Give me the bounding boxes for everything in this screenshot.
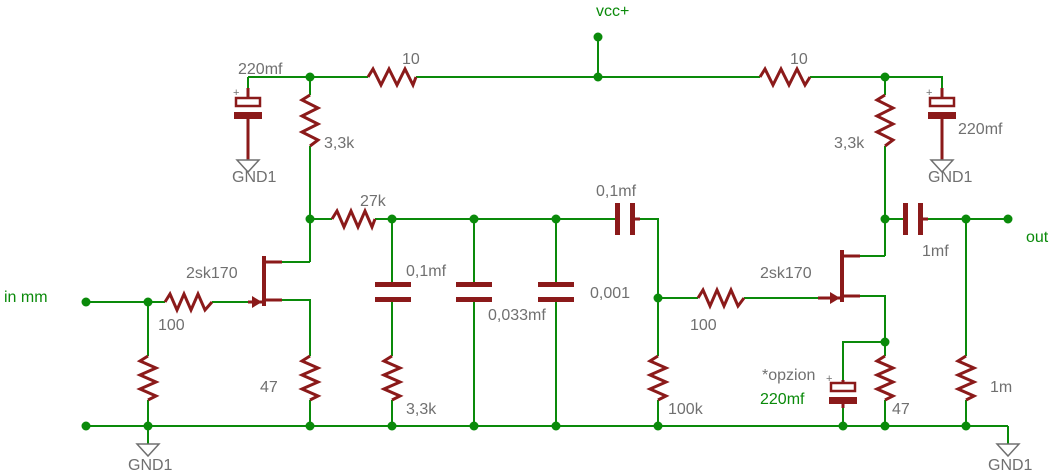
plus-sign: + (233, 87, 239, 99)
label-c-opzion: 220mf (760, 391, 805, 408)
input-terminal[interactable] (81, 297, 91, 307)
capacitor-01mf-shunt[interactable] (375, 282, 411, 302)
transistor-right[interactable] (818, 250, 860, 304)
junction (551, 214, 561, 224)
junction (880, 337, 890, 347)
label-r-gate-right: 100 (690, 317, 717, 334)
label-r-drain-right: 3,3k (834, 135, 865, 152)
wires (86, 37, 1008, 427)
label-r-gate-left: 100 (158, 317, 185, 334)
electrolytic-capacitor-opzion[interactable] (829, 380, 857, 408)
label-c-0033: 0,033mf (488, 307, 546, 324)
label-gnd-left-cap: GND1 (232, 169, 277, 186)
label-gnd-right-cap: GND1 (928, 169, 973, 186)
label-vcc: vcc+ (596, 3, 629, 20)
capacitor-1mf[interactable] (903, 203, 928, 235)
junction (880, 72, 890, 82)
label-r-27k: 27k (360, 193, 387, 210)
resistor-source-right[interactable] (873, 354, 897, 402)
label-c-01-series: 0,1mf (596, 183, 637, 200)
junction (387, 214, 397, 224)
label-c-01-shunt: 0,1mf (406, 263, 447, 280)
label-in: in mm (4, 289, 48, 306)
vcc-terminal[interactable] (593, 32, 603, 42)
label-c-left-supply: 220mf (238, 61, 283, 78)
output-terminal[interactable] (1003, 214, 1013, 224)
junction (880, 421, 890, 431)
resistor-r-supply-right[interactable] (758, 65, 812, 89)
label-c-0001: 0,001 (590, 285, 630, 302)
label-r-source-left: 47 (260, 379, 278, 396)
resistor-drain-left[interactable] (298, 93, 322, 148)
label-r-supply-right: 10 (790, 51, 808, 68)
label-r-shunt-33k: 3,3k (406, 401, 437, 418)
junction (387, 421, 397, 431)
plus-sign: + (826, 373, 832, 385)
label-r-1m: 1m (990, 379, 1012, 396)
labels: vcc+ in mm out 220mf 220mf 10 10 3,3k 3,… (4, 3, 1049, 472)
junction (961, 214, 971, 224)
junction (305, 421, 315, 431)
junction-dots (81, 32, 1013, 431)
label-r-drain-left: 3,3k (324, 135, 355, 152)
ground-symbol-bottom-right (995, 426, 1021, 458)
junction (305, 72, 315, 82)
label-q-left: 2sk170 (186, 265, 238, 282)
label-gnd-bottom-right: GND1 (988, 457, 1033, 472)
label-gnd-bottom-left: GND1 (128, 457, 173, 472)
resistor-1m[interactable] (954, 354, 978, 402)
label-c-1mf: 1mf (922, 243, 949, 260)
ground-symbol-left-cap (235, 159, 261, 174)
junction (469, 214, 479, 224)
transistor-left[interactable] (248, 256, 282, 308)
resistor-gate-left[interactable] (163, 290, 214, 314)
label-r-supply-left: 10 (402, 51, 420, 68)
junction (551, 421, 561, 431)
ground-symbol-right-cap (929, 159, 955, 174)
resistor-27k[interactable] (330, 207, 377, 231)
label-r-source-right: 47 (892, 401, 910, 418)
junction (838, 421, 848, 431)
resistors (136, 65, 978, 402)
junction (81, 421, 91, 431)
junction (653, 293, 663, 303)
junction (469, 421, 479, 431)
capacitor-0033mf[interactable] (456, 282, 492, 302)
capacitor-0001[interactable] (538, 282, 574, 302)
label-r-100k: 100k (668, 401, 704, 418)
resistor-drain-right[interactable] (873, 93, 897, 148)
label-q-right: 2sk170 (760, 265, 812, 282)
resistor-source-left[interactable] (298, 354, 322, 402)
junction (593, 72, 603, 82)
junction (143, 297, 153, 307)
label-opzion: *opzion (762, 367, 815, 384)
junction (880, 214, 890, 224)
capacitor-01mf-series[interactable] (615, 203, 640, 235)
resistor-shunt-33k[interactable] (380, 354, 404, 402)
resistor-100k[interactable] (646, 354, 670, 402)
electrolytic-capacitor-right[interactable] (928, 88, 956, 160)
junction (961, 421, 971, 431)
resistor-gate-right[interactable] (696, 286, 746, 310)
capacitors (234, 88, 956, 408)
ground-symbol-bottom-left (135, 426, 161, 458)
resistor-input-shunt[interactable] (136, 354, 160, 402)
junction (305, 214, 315, 224)
electrolytic-capacitor-left[interactable] (234, 88, 262, 160)
resistor-r-supply-left[interactable] (366, 65, 418, 89)
label-c-right-supply: 220mf (958, 121, 1003, 138)
plus-sign: + (926, 87, 932, 99)
label-out: out (1026, 229, 1049, 246)
junction (653, 421, 663, 431)
